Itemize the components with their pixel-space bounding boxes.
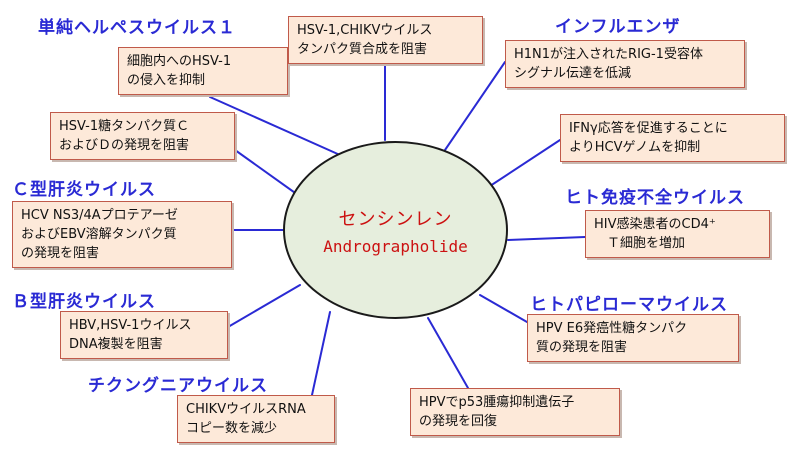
virus-label-hiv: ヒト免疫不全ウイルス: [565, 188, 745, 208]
effect-line: HIV感染患者のCD4⁺: [594, 217, 716, 232]
effect-line: IFNγ応答を促進することに: [569, 121, 728, 136]
effect-line: よりHCVゲノムを抑制: [569, 140, 701, 155]
effect-line: H1N1が注入されたRIG-1受容体: [514, 47, 703, 62]
effect-line: HPVでp53腫瘍抑制遺伝子: [419, 395, 575, 410]
virus-label-hpv: ヒトパピローマウイルス: [530, 295, 728, 315]
line-h1n1: [444, 61, 506, 151]
effect-line: HSV-1糖タンパク質Ｃ: [59, 119, 190, 134]
line-hpv-e6: [479, 294, 528, 323]
effect-line: シグナル伝達を低減: [514, 66, 632, 81]
effect-line: Ｔ細胞を増加: [594, 236, 686, 251]
effect-box-hcv-ns3: HCV NS3/4Aプロテアーゼ およびEBV溶解タンパク質 の発現を阻害: [12, 201, 232, 268]
virus-label-influenza: インフルエンザ: [555, 17, 681, 37]
effect-box-chikv-rna: CHIKVウイルスRNA コピー数を減少: [177, 395, 335, 443]
effect-box-hpv-p53: HPVでp53腫瘍抑制遺伝子 の発現を回復: [410, 388, 620, 436]
effect-line: HSV-1,CHIKVウイルス: [297, 23, 433, 38]
effect-box-hsv1-glyco: HSV-1糖タンパク質Ｃ およびＤの発現を阻害: [50, 112, 235, 160]
effect-line: およびEBV溶解タンパク質: [21, 227, 177, 242]
line-chikv: [311, 311, 331, 396]
andrographolide-center: センシンレン Andrographolide: [283, 141, 508, 319]
effect-line: CHIKVウイルスRNA: [186, 402, 306, 417]
effect-box-h1n1: H1N1が注入されたRIG-1受容体 シグナル伝達を低減: [505, 40, 745, 88]
effect-line: HPV E6発癌性糖タンパク: [536, 321, 688, 336]
effect-box-hsv1-entry: 細胞内へのHSV-1 の侵入を抑制: [118, 47, 288, 95]
virus-label-hsv1: 単純ヘルペスウイルス１: [38, 18, 236, 38]
effect-box-hiv-cd4: HIV感染患者のCD4⁺ Ｔ細胞を増加: [585, 210, 770, 258]
effect-box-hbv-dna: HBV,HSV-1ウイルス DNA複製を阻害: [60, 311, 228, 359]
line-hpv-p53: [427, 317, 469, 389]
center-name-jp: センシンレン: [338, 208, 453, 230]
effect-line: の発現を回復: [419, 414, 498, 429]
virus-label-hbv: Ｂ型肝炎ウイルス: [12, 292, 156, 312]
effect-line: タンパク質合成を阻害: [297, 42, 428, 57]
effect-box-ifn: IFNγ応答を促進することに よりHCVゲノムを抑制: [560, 114, 785, 162]
effect-line: およびＤの発現を阻害: [59, 138, 190, 153]
center-name-en: Andrographolide: [323, 236, 468, 256]
effect-line: 質の発現を阻害: [536, 340, 628, 355]
effect-line: HCV NS3/4Aプロテアーゼ: [21, 208, 178, 223]
effect-line: 細胞内へのHSV-1: [127, 54, 232, 69]
effect-box-hsv-chikv-protein: HSV-1,CHIKVウイルス タンパク質合成を阻害: [288, 16, 483, 64]
line-hsv1-entry: [209, 96, 341, 156]
virus-label-hcv: Ｃ型肝炎ウイルス: [12, 180, 156, 200]
effect-line: コピー数を減少: [186, 421, 278, 436]
effect-line: の発現を阻害: [21, 246, 100, 261]
line-ifn: [486, 139, 561, 189]
effect-line: DNA複製を阻害: [69, 337, 163, 352]
line-hiv: [507, 236, 586, 241]
effect-box-hpv-e6: HPV E6発癌性糖タンパク 質の発現を阻害: [527, 314, 739, 362]
line-hbv: [227, 284, 301, 328]
effect-line: HBV,HSV-1ウイルス: [69, 318, 192, 333]
effect-line: の侵入を抑制: [127, 73, 206, 88]
virus-label-chikv: チクングニアウイルス: [88, 376, 268, 396]
